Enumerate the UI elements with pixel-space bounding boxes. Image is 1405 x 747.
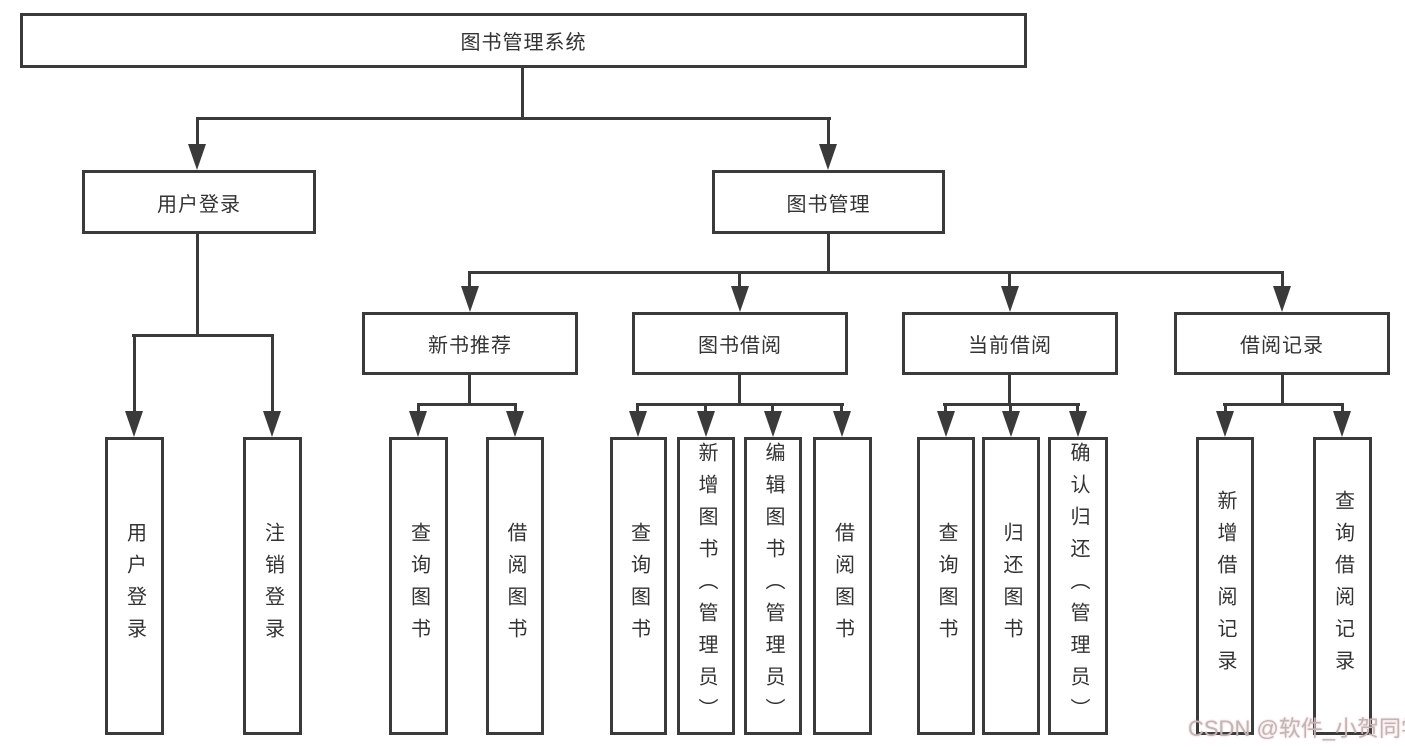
connector	[1281, 373, 1284, 405]
leaf-edit-book-admin: 编辑图书（管理员）	[744, 437, 802, 735]
node-label: 用户登录	[157, 193, 241, 216]
node-library-management-system: 图书管理系统	[20, 13, 1027, 68]
connector	[271, 334, 274, 413]
connector	[196, 117, 831, 120]
connector	[840, 403, 843, 413]
connector	[827, 117, 830, 147]
connector	[827, 232, 830, 274]
connector	[417, 403, 420, 413]
arrowhead-down	[506, 411, 524, 437]
connector	[1009, 403, 1012, 413]
node-label: 新书推荐	[428, 335, 512, 357]
connector	[521, 66, 524, 120]
arrowhead-down	[1001, 286, 1019, 312]
arrowhead-down	[937, 411, 955, 437]
node-book-borrowing: 图书借阅	[632, 312, 848, 375]
connector	[1341, 403, 1344, 413]
leaf-query-book-recommend: 查询图书	[389, 437, 448, 735]
leaf-label: 查询图书	[407, 522, 430, 650]
leaf-label: 用户登录	[123, 522, 146, 650]
node-borrowing-records: 借阅记录	[1174, 312, 1390, 375]
connector	[132, 334, 274, 337]
connector	[636, 403, 639, 413]
leaf-label: 查询图书	[935, 522, 957, 650]
node-new-book-recommend: 新书推荐	[362, 312, 578, 375]
leaf-label: 新增图书（管理员）	[695, 442, 717, 730]
connector	[771, 403, 774, 413]
connector	[1076, 403, 1079, 413]
node-label: 借阅记录	[1240, 335, 1324, 357]
csdn-watermark: CSDN @软件_小贺同学	[1188, 716, 1405, 741]
leaf-query-book-borrowing: 查询图书	[610, 437, 667, 735]
leaf-label: 借阅图书	[504, 522, 526, 650]
leaf-borrow-book-recommend: 借阅图书	[486, 437, 544, 735]
connector	[133, 334, 136, 413]
connector	[468, 271, 471, 291]
connector	[196, 117, 199, 147]
leaf-label: 查询借阅记录	[1331, 490, 1354, 682]
arrowhead-down	[819, 144, 837, 170]
connector	[468, 373, 471, 405]
leaf-label: 新增借阅记录	[1214, 490, 1236, 682]
leaf-add-book-admin: 新增图书（管理员）	[677, 437, 735, 735]
connector	[704, 403, 707, 413]
leaf-return-book: 归还图书	[982, 437, 1040, 735]
leaf-label: 注销登录	[261, 522, 284, 650]
node-label: 当前借阅	[968, 335, 1052, 357]
connector	[468, 271, 1284, 274]
connector	[1008, 373, 1011, 405]
connector	[944, 403, 947, 413]
arrowhead-down	[263, 411, 281, 437]
arrowhead-down	[409, 411, 427, 437]
leaf-logout: 注销登录	[243, 437, 302, 735]
node-label: 图书管理系统	[460, 32, 587, 54]
connector	[1224, 403, 1227, 413]
arrowhead-down	[461, 286, 479, 312]
leaf-label: 查询图书	[627, 522, 650, 650]
node-label: 图书借阅	[698, 335, 782, 357]
arrowhead-down	[833, 411, 851, 437]
arrowhead-down	[764, 411, 782, 437]
node-current-borrowing: 当前借阅	[902, 312, 1118, 375]
arrowhead-down	[125, 411, 143, 437]
arrowhead-down	[188, 144, 206, 170]
leaf-label: 借阅图书	[831, 522, 854, 650]
connector	[1281, 271, 1284, 291]
connector	[417, 403, 517, 406]
arrowhead-down	[629, 411, 647, 437]
arrowhead-down	[1216, 411, 1234, 437]
arrowhead-down	[1273, 286, 1291, 312]
connector	[1223, 403, 1344, 406]
connector	[514, 403, 517, 413]
node-label: 图书管理	[786, 193, 871, 216]
connector	[738, 271, 741, 291]
node-user-login: 用户登录	[82, 170, 316, 234]
leaf-query-borrow-record: 查询借阅记录	[1313, 437, 1372, 735]
arrowhead-down	[1002, 411, 1020, 437]
arrowhead-down	[731, 286, 749, 312]
leaf-confirm-return-admin: 确认归还（管理员）	[1048, 437, 1108, 735]
connector	[1008, 271, 1011, 291]
connector	[738, 373, 741, 405]
leaf-label: 归还图书	[1000, 522, 1022, 650]
connector	[636, 403, 844, 406]
connector	[196, 232, 199, 336]
node-book-management: 图书管理	[712, 170, 945, 234]
leaf-add-borrow-record: 新增借阅记录	[1196, 437, 1254, 735]
leaf-borrow-book: 借阅图书	[813, 437, 872, 735]
arrowhead-down	[1069, 411, 1087, 437]
leaf-query-book-current: 查询图书	[917, 437, 975, 735]
arrowhead-down	[1333, 411, 1351, 437]
arrowhead-down	[697, 411, 715, 437]
leaf-user-login: 用户登录	[105, 437, 164, 735]
leaf-label: 确认归还（管理员）	[1067, 442, 1089, 730]
leaf-label: 编辑图书（管理员）	[762, 442, 784, 730]
